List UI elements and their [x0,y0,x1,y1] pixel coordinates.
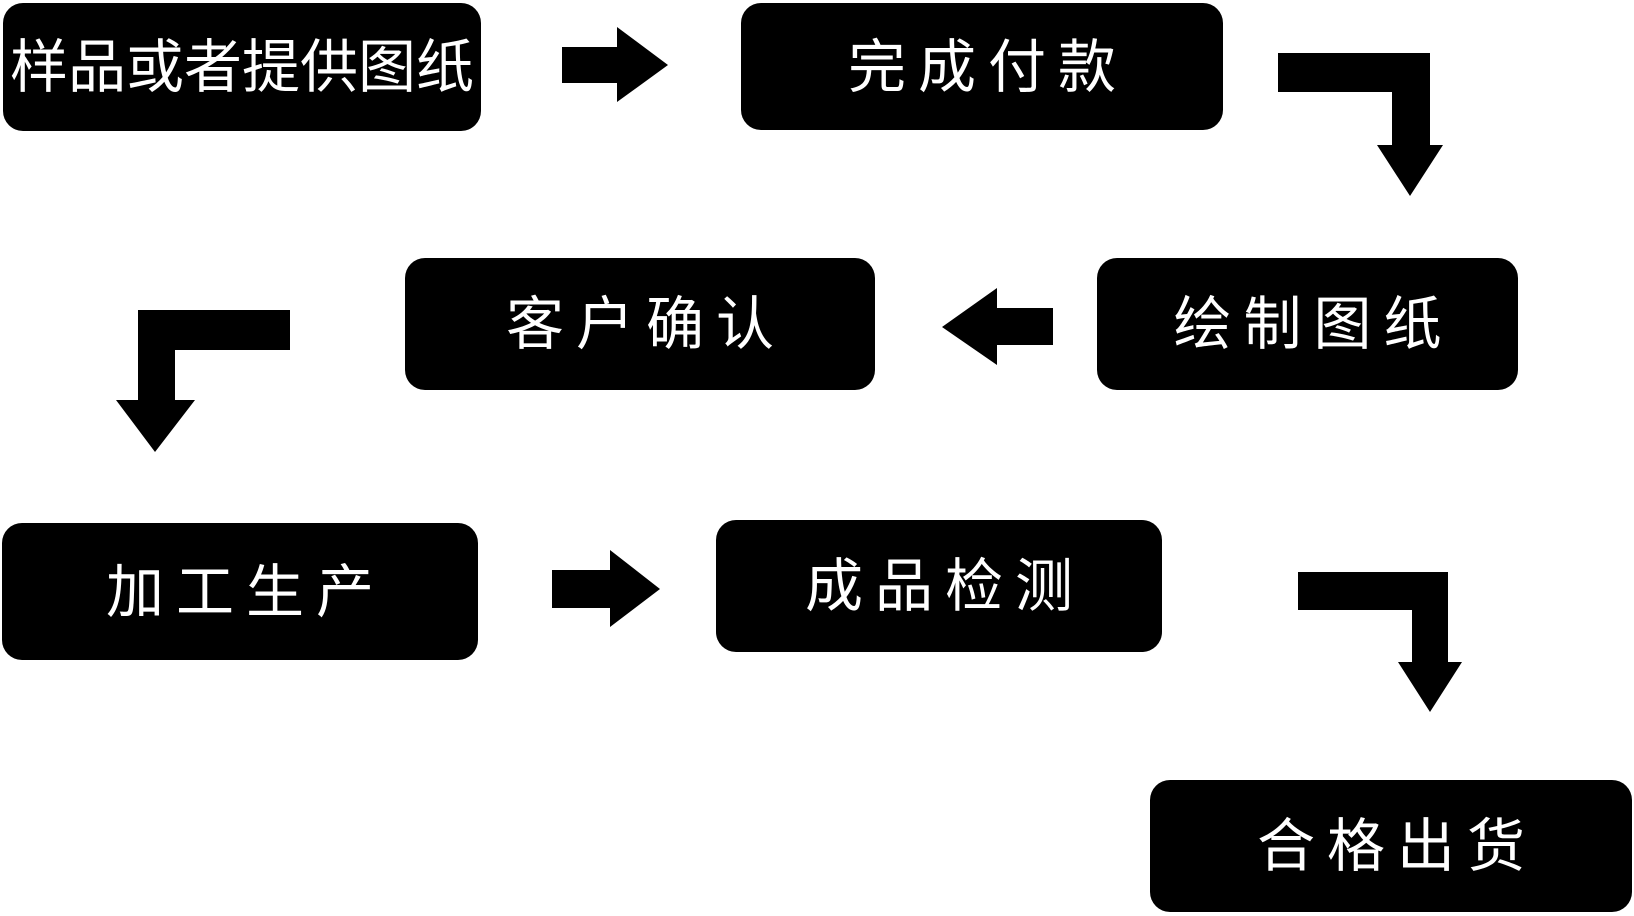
arrow-elbow-down-1-icon [1278,53,1443,196]
flow-node-label: 客户确认 [505,290,786,358]
flow-node-label: 成品检测 [804,552,1085,620]
arrow-left-icon [942,288,1053,365]
flow-node-label: 加工生产 [105,557,386,626]
arrow-elbow-down-2-icon [116,310,290,452]
flow-node-customer-confirmation: 客户确认 [405,258,875,390]
flow-node-label: 样品或者提供图纸 [9,33,474,101]
arrow-right-2-icon [552,550,660,627]
flow-node-complete-payment: 完成付款 [741,3,1223,130]
flow-node-label: 完成付款 [847,32,1128,101]
arrow-elbow-down-3-icon [1298,572,1462,712]
flow-node-label: 绘制图纸 [1173,290,1454,358]
flow-node-qualified-shipment: 合格出货 [1150,780,1632,912]
flow-node-processing-production: 加工生产 [2,523,478,660]
flow-node-sample-or-drawings: 样品或者提供图纸 [3,3,481,131]
flow-node-label: 合格出货 [1256,812,1537,880]
arrow-right-1-icon [562,27,668,102]
flow-node-finished-product-inspection: 成品检测 [716,520,1162,652]
flow-node-draw-drawings: 绘制图纸 [1097,258,1518,390]
